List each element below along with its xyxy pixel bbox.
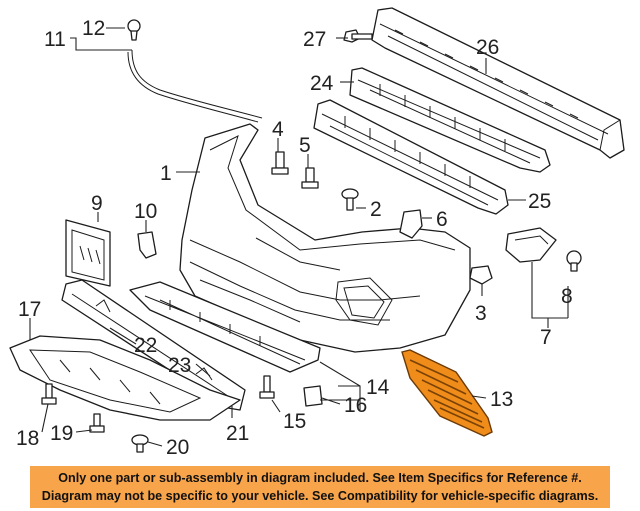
part-11-molding <box>127 49 263 123</box>
callout-3: 3 <box>475 302 487 325</box>
callout-11: 11 <box>44 28 66 51</box>
part-24-energy-absorber <box>349 67 551 173</box>
part-25-lower-absorber <box>313 99 509 215</box>
part-19-screw <box>89 413 105 433</box>
callout-21: 21 <box>226 422 249 445</box>
disclaimer-line-1: Only one part or sub-assembly in diagram… <box>58 471 582 485</box>
callout-10: 10 <box>134 200 157 223</box>
callout-17: 17 <box>18 298 41 321</box>
disclaimer-banner: Only one part or sub-assembly in diagram… <box>30 466 610 508</box>
callout-15: 15 <box>283 410 306 433</box>
leader-lines <box>29 27 569 447</box>
part-9-license-bracket <box>65 219 111 287</box>
part-12-clip <box>127 19 141 41</box>
part-14-lower-grille <box>129 281 321 373</box>
callout-18: 18 <box>16 427 39 450</box>
part-8-clip <box>566 250 582 272</box>
callout-19: 19 <box>50 422 73 445</box>
part-4-bolt <box>271 151 289 175</box>
callout-14: 14 <box>366 376 390 399</box>
part-5-bolt <box>301 167 319 189</box>
callout-labels: 1 2 3 4 5 6 7 8 9 10 11 12 13 14 15 16 1… <box>16 17 573 459</box>
part-1-bumper-cover <box>179 123 471 353</box>
callout-4: 4 <box>272 118 284 141</box>
callout-9: 9 <box>91 192 103 215</box>
callout-2: 2 <box>370 198 382 221</box>
parts-diagram: 1 2 3 4 5 6 7 8 9 10 11 12 13 14 15 16 1… <box>9 7 625 459</box>
callout-1: 1 <box>160 162 172 185</box>
part-20-clip <box>131 434 149 453</box>
callout-26: 26 <box>476 36 499 59</box>
part-26-reinforcement-beam <box>371 7 625 159</box>
part-17-under-cover <box>9 335 241 421</box>
callout-23: 23 <box>168 354 191 377</box>
callout-8: 8 <box>561 285 573 308</box>
callout-5: 5 <box>299 134 311 157</box>
part-13-fog-cover-highlighted <box>401 349 493 437</box>
part-7-retainer <box>505 227 557 263</box>
part-10-clip <box>137 231 157 259</box>
callout-6: 6 <box>436 208 448 231</box>
callout-7: 7 <box>540 326 552 349</box>
part-18-screw <box>41 383 57 405</box>
part-21-lower-spoiler <box>61 279 246 411</box>
callout-24: 24 <box>310 72 334 95</box>
part-15-screw <box>259 375 275 399</box>
part-16-clip <box>303 385 323 407</box>
callout-12: 12 <box>82 17 105 40</box>
part-2-screw <box>341 188 359 211</box>
callout-16: 16 <box>344 394 367 417</box>
part-6-bracket <box>399 209 423 239</box>
callout-22: 22 <box>134 334 157 357</box>
callout-27: 27 <box>303 28 326 51</box>
part-27-bolt <box>343 29 373 43</box>
callout-13: 13 <box>490 388 513 411</box>
part-3-clip <box>469 265 493 285</box>
callout-20: 20 <box>166 436 189 459</box>
disclaimer-line-2: Diagram may not be specific to your vehi… <box>41 489 599 503</box>
callout-25: 25 <box>528 190 551 213</box>
